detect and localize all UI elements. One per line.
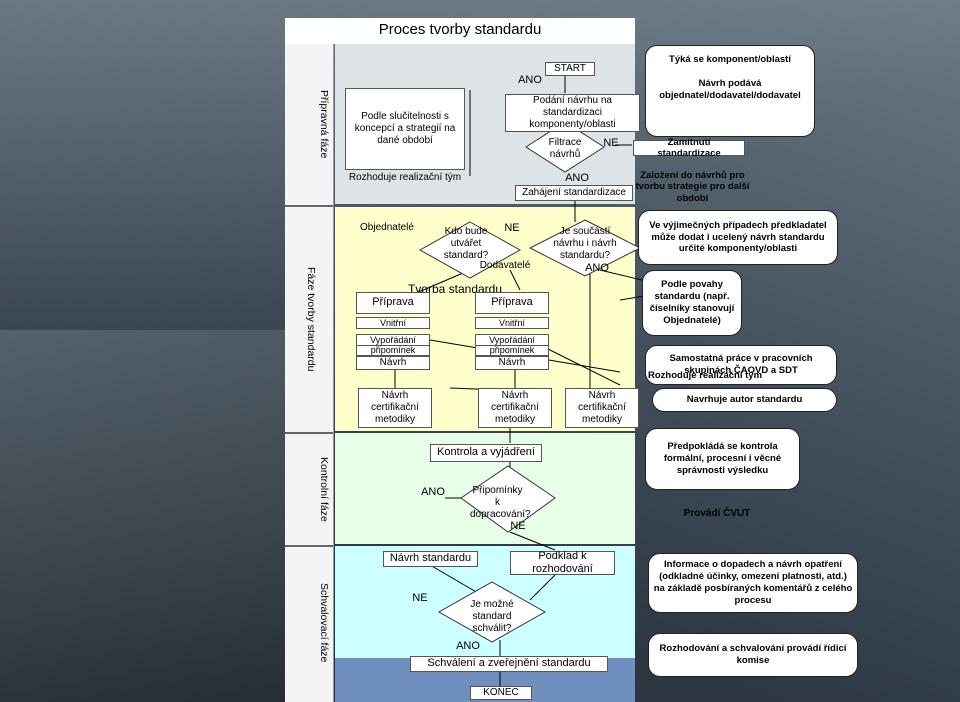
reject-box: Zamítnutí standardizace: [633, 137, 745, 159]
end-terminal: KONEC: [470, 686, 532, 700]
note-groups: Samostatná práce v pracovních skupinách …: [645, 345, 837, 385]
control-question-text: Připomínky k dopracování?: [470, 485, 531, 520]
settle-box-clients: Vypořádání: [356, 334, 430, 346]
phase-label-preparatory: Přípravná fáze: [318, 89, 330, 159]
note-check: Předpokládá se kontrola formální, proces…: [645, 428, 800, 490]
ano-control-label: ANO: [421, 486, 445, 498]
phase-divider: [285, 545, 333, 547]
ne-filter-label: NE: [603, 137, 619, 149]
ano-top-label: ANO: [518, 74, 542, 86]
who-decision-text: Kdo bude utvářet standard?: [443, 226, 489, 261]
clients-label: Objednatelé: [360, 222, 414, 233]
decides-team-text: Rozhoduje realizační tým: [348, 172, 462, 183]
phase-label-approval: Schvalovací fáze: [318, 583, 330, 663]
note-decide: Rozhodování a schvalování provádí řídicí…: [648, 633, 858, 677]
note-cvut-text: Provádí ČVUT: [683, 508, 751, 519]
draft-box-suppliers: Návrh: [475, 356, 549, 370]
decision-basis-box: Podklad k rozhodování: [510, 550, 615, 575]
note-nature: Podle povahy standardu (např. číselníky …: [642, 270, 742, 336]
is-part-decision-text: Je součástí návrhu i návrh standardu?: [553, 226, 617, 261]
draft-box-clients: Návrh: [356, 356, 430, 370]
prep-box-suppliers: Příprava: [475, 292, 549, 314]
cert-box-suppliers: Návrh certifikační metodiky: [478, 388, 552, 428]
basis-strategy-text: Založení do návrhů pro tvorbu strategie …: [635, 170, 750, 204]
note-team-text: Rozhoduje realizační tým: [648, 370, 763, 381]
ano-is-part-label: ANO: [585, 262, 609, 274]
internal-box-clients: Vnitřní: [356, 317, 430, 329]
note-author: Navrhuje autor standardu: [652, 388, 837, 412]
phase-divider: [285, 205, 333, 207]
comments-box-suppliers: připomínek: [475, 345, 549, 356]
ne-who-label: NE: [504, 222, 520, 234]
internal-box-suppliers: Vnitřní: [475, 317, 549, 329]
prep-box-clients: Příprava: [356, 292, 430, 314]
ne-control-label: NE: [510, 520, 526, 532]
phase-sidebar: [285, 44, 334, 702]
note-exception: Ve výjimečných případech předkladatel mů…: [638, 210, 838, 265]
approval-draft-box: Návrh standardu: [383, 551, 478, 567]
comments-box-clients: připomínek: [356, 345, 430, 356]
title-bar: [285, 18, 635, 44]
submit-box: Podání návrhu na standardizaci komponent…: [505, 94, 640, 132]
phase-label-control: Kontrolní fáze: [318, 456, 330, 522]
filter-text: Filtrace návrhů: [548, 137, 582, 160]
note-scope-submit: Týká se komponent/oblastí Návrh podává o…: [645, 45, 815, 137]
page-title: Proces tvorby standardu: [378, 21, 542, 38]
background-road-photo: [0, 330, 300, 702]
publish-box: Schválení a zveřejnění standardu: [410, 656, 608, 672]
suppliers-label: Dodavatelé: [479, 260, 531, 271]
cert-box-clients: Návrh certifikační metodiky: [358, 388, 432, 428]
approval-question-text: Je možné standard schválit?: [470, 599, 514, 634]
ne-approval-label: NE: [412, 592, 428, 604]
compat-box: Podle slučitelnosti s koncepcí a strateg…: [345, 88, 465, 170]
ano-approval-label: ANO: [456, 640, 480, 652]
ano-filter-label: ANO: [565, 172, 589, 184]
settle-box-suppliers: Vypořádání: [475, 334, 549, 346]
phase-divider: [285, 432, 333, 434]
phase-label-creation: Fáze tvorby standardu: [305, 266, 317, 372]
note-info: Informace o dopadech a návrh opatření (o…: [648, 553, 858, 613]
note-scope-text: Týká se komponent/oblastí: [669, 54, 791, 65]
begin-standardization-box: Zahájení standardizace: [515, 185, 633, 201]
control-title-box: Kontrola a vyjádření: [430, 444, 542, 462]
start-terminal: START: [545, 62, 595, 76]
note-submit-text: Návrh podává objednatel/dodavatel/dodava…: [659, 77, 801, 101]
cert-box-submitter: Návrh certifikační metodiky: [565, 388, 639, 428]
